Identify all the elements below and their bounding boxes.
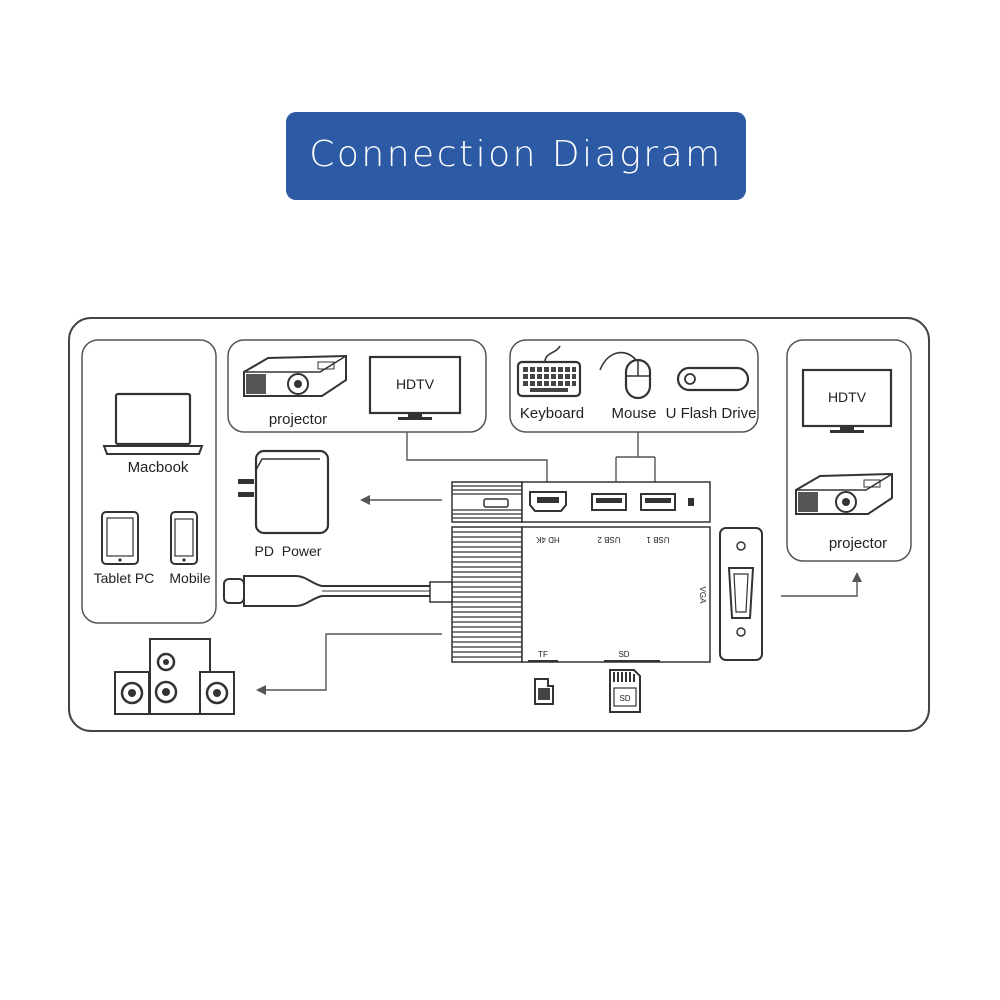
usb1-port-label: USB 1 [646, 535, 670, 544]
projector-label-right: projector [829, 535, 887, 552]
usb1-port [640, 493, 676, 511]
mobile-label: Mobile [169, 570, 210, 586]
tablet-label: Tablet PC [94, 570, 155, 586]
usb2-port [591, 493, 627, 511]
hdmi-port [529, 491, 567, 512]
projector-label-top: projector [269, 411, 327, 428]
usbc-pd-port [688, 498, 694, 506]
keyboard-label: Keyboard [520, 405, 584, 422]
power-adapter-icon [238, 449, 330, 535]
usb-c-cable [223, 575, 453, 607]
tablet-icon [101, 511, 139, 565]
hd4k-port-label: HD 4K [536, 535, 560, 544]
tf-port-label: TF [538, 650, 548, 659]
hdtv-label-right: HDTV [828, 389, 867, 405]
speakers-icon [114, 638, 235, 715]
connector-lines [256, 432, 862, 695]
projector-right-icon [795, 472, 893, 515]
macbook-icon [102, 392, 204, 455]
keyboard-icon [516, 345, 582, 398]
tf-card-icon [534, 678, 554, 705]
title-banner: Connection Diagram [286, 112, 746, 200]
computer-panel [81, 339, 217, 624]
display-panel [227, 339, 487, 433]
hdtv-right-icon [801, 368, 893, 433]
mouse-icon [599, 351, 652, 400]
outer-frame [68, 317, 930, 732]
sd-card-label: SD [619, 694, 630, 703]
hdtv-icon [368, 355, 462, 420]
sd-card-icon [609, 669, 641, 713]
hdtv-label-top: HDTV [396, 376, 435, 392]
vga-connector-icon [719, 527, 763, 661]
flash-drive-icon [676, 366, 750, 392]
mouse-label: Mouse [611, 405, 656, 422]
usb2-port-label: USB 2 [597, 535, 621, 544]
sd-port-label: SD [618, 650, 629, 659]
mobile-icon [170, 511, 198, 565]
vga-port-label: VGA [698, 587, 707, 605]
macbook-label: Macbook [128, 459, 189, 476]
hub-body [451, 481, 711, 663]
diagram-title: Connection Diagram [309, 134, 723, 175]
pd-power-label: PD Power [255, 543, 322, 559]
usb-devices-panel [509, 339, 759, 433]
flash-drive-label: U Flash Drive [666, 405, 757, 422]
vga-display-panel [786, 339, 912, 562]
projector-icon [243, 354, 347, 397]
